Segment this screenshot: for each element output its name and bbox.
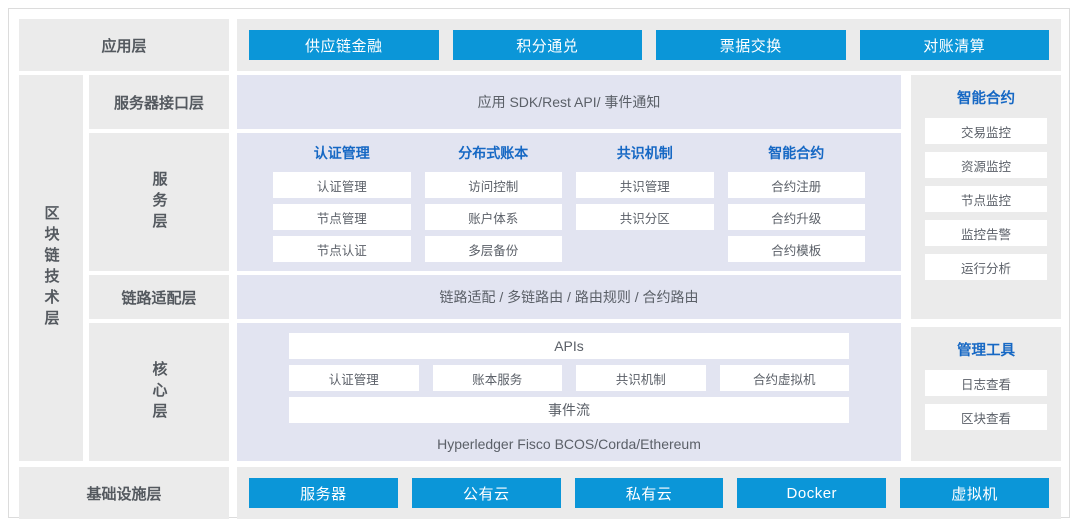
app-button-points-exchange[interactable]: 积分通兑 xyxy=(452,30,642,60)
service-item-contract-template[interactable]: 合约模板 xyxy=(727,236,865,262)
application-button-row: 供应链金融 积分通兑 票据交换 对账清算 xyxy=(237,19,1061,71)
side-panel-management-tools: 管理工具 日志查看 区块查看 xyxy=(911,327,1061,461)
side-panel-item-log-viewer[interactable]: 日志查看 xyxy=(925,370,1047,396)
blockchain-tech-layer-spine: 区块链技术层 xyxy=(19,75,83,461)
layer-label-application-text: 应用层 xyxy=(101,37,147,55)
core-platform-footer: Hyperledger Fisco BCOS/Corda/Ethereum xyxy=(437,436,701,452)
infra-button-private-cloud[interactable]: 私有云 xyxy=(574,478,724,508)
core-layer-content: APIs 认证管理 账本服务 共识机制 合约虚拟机 事件流 Hyperledge… xyxy=(237,323,901,461)
layer-label-service-text: 服务层 xyxy=(150,170,168,234)
core-module-contract-vm[interactable]: 合约虚拟机 xyxy=(719,365,849,391)
core-layer-wrap: APIs 认证管理 账本服务 共识机制 合约虚拟机 事件流 Hyperledge… xyxy=(237,323,901,461)
blockchain-tech-layer-spine-text: 区块链技术层 xyxy=(42,205,60,331)
service-item-access-control[interactable]: 访问控制 xyxy=(424,172,562,198)
core-module-ledger-service[interactable]: 账本服务 xyxy=(432,365,562,391)
layer-label-server-interface-text: 服务器接口层 xyxy=(113,94,204,112)
app-button-bill-exchange[interactable]: 票据交换 xyxy=(656,30,846,60)
layer-label-application: 应用层 xyxy=(19,19,229,71)
app-button-reconciliation-settlement[interactable]: 对账清算 xyxy=(859,30,1049,60)
service-column-head-auth-management: 认证管理 xyxy=(313,145,370,161)
service-item-account-system[interactable]: 账户体系 xyxy=(424,204,562,230)
side-panel-head-management-tools: 管理工具 xyxy=(957,343,1015,359)
service-item-contract-register[interactable]: 合约注册 xyxy=(727,172,865,198)
chain-adapter-content-text: 链路适配 / 多链路由 / 路由规则 / 合约路由 xyxy=(439,289,699,305)
infra-button-docker[interactable]: Docker xyxy=(737,478,887,508)
service-item-node-auth[interactable]: 节点认证 xyxy=(273,236,411,262)
service-columns: 认证管理 认证管理 节点管理 节点认证 分布式账本 访问控制 账户体系 多层备份… xyxy=(237,133,901,271)
side-panel-smart-contract-inner: 智能合约 交易监控 资源监控 节点监控 监控告警 运行分析 xyxy=(911,75,1061,319)
service-item-auth-management[interactable]: 认证管理 xyxy=(273,172,411,198)
server-interface-content-text: 应用 SDK/Rest API/ 事件通知 xyxy=(477,94,661,110)
service-column-head-smart-contract: 智能合约 xyxy=(768,145,825,161)
chain-adapter-content: 链路适配 / 多链路由 / 路由规则 / 合约路由 xyxy=(237,275,901,319)
infrastructure-layer-strip: 服务器 公有云 私有云 Docker 虚拟机 xyxy=(237,467,1061,519)
infra-button-server[interactable]: 服务器 xyxy=(249,478,398,508)
app-button-supply-chain-finance[interactable]: 供应链金融 xyxy=(249,30,439,60)
side-panel-item-resource-monitor[interactable]: 资源监控 xyxy=(925,152,1047,178)
infrastructure-button-row: 服务器 公有云 私有云 Docker 虚拟机 xyxy=(237,467,1061,519)
core-module-auth-management[interactable]: 认证管理 xyxy=(289,365,419,391)
service-column-head-consensus: 共识机制 xyxy=(616,145,673,161)
service-item-consensus-partition[interactable]: 共识分区 xyxy=(576,204,714,230)
layer-label-server-interface: 服务器接口层 xyxy=(89,75,229,129)
service-item-contract-upgrade[interactable]: 合约升级 xyxy=(727,204,865,230)
layer-label-chain-adapter-text: 链路适配层 xyxy=(121,289,197,307)
layer-label-infrastructure: 基础设施层 xyxy=(19,467,229,519)
infra-button-virtual-machine[interactable]: 虚拟机 xyxy=(900,478,1049,508)
service-item-node-management[interactable]: 节点管理 xyxy=(273,204,411,230)
side-panel-smart-contract: 智能合约 交易监控 资源监控 节点监控 监控告警 运行分析 xyxy=(911,75,1061,319)
service-column-head-distributed-ledger: 分布式账本 xyxy=(458,145,529,161)
service-item-multi-layer-backup[interactable]: 多层备份 xyxy=(424,236,562,262)
layer-label-chain-adapter: 链路适配层 xyxy=(89,275,229,319)
application-layer-strip: 供应链金融 积分通兑 票据交换 对账清算 xyxy=(237,19,1061,71)
side-panel-item-node-monitor[interactable]: 节点监控 xyxy=(925,186,1047,212)
side-panel-item-runtime-analysis[interactable]: 运行分析 xyxy=(925,254,1047,280)
core-module-consensus-mechanism[interactable]: 共识机制 xyxy=(576,365,706,391)
core-apis-bar[interactable]: APIs xyxy=(289,333,849,359)
side-panel-item-transaction-monitor[interactable]: 交易监控 xyxy=(925,118,1047,144)
core-modules-row: 认证管理 账本服务 共识机制 合约虚拟机 xyxy=(289,365,849,391)
architecture-diagram: 应用层 供应链金融 积分通兑 票据交换 对账清算 区块链技术层 服务器接口层 服… xyxy=(8,8,1070,519)
side-panel-item-block-explorer[interactable]: 区块查看 xyxy=(925,404,1047,430)
service-layer-content: 认证管理 认证管理 节点管理 节点认证 分布式账本 访问控制 账户体系 多层备份… xyxy=(237,133,901,271)
service-item-consensus-management[interactable]: 共识管理 xyxy=(576,172,714,198)
service-column-consensus-spacer xyxy=(576,236,714,262)
side-panel-head-smart-contract: 智能合约 xyxy=(957,91,1015,107)
layer-label-core-text: 核心层 xyxy=(150,360,168,424)
service-column-distributed-ledger: 分布式账本 访问控制 账户体系 多层备份 xyxy=(424,143,562,263)
service-column-smart-contract: 智能合约 合约注册 合约升级 合约模板 xyxy=(727,143,865,263)
service-column-auth-management: 认证管理 认证管理 节点管理 节点认证 xyxy=(273,143,411,263)
side-panel-item-monitor-alarm[interactable]: 监控告警 xyxy=(925,220,1047,246)
side-panel-management-tools-inner: 管理工具 日志查看 区块查看 xyxy=(911,327,1061,461)
server-interface-content: 应用 SDK/Rest API/ 事件通知 xyxy=(237,75,901,129)
service-column-consensus: 共识机制 共识管理 共识分区 xyxy=(576,143,714,263)
core-event-stream-bar[interactable]: 事件流 xyxy=(289,397,849,423)
layer-label-service: 服务层 xyxy=(89,133,229,271)
layer-label-core: 核心层 xyxy=(89,323,229,461)
layer-label-infrastructure-text: 基础设施层 xyxy=(86,485,162,503)
infra-button-public-cloud[interactable]: 公有云 xyxy=(411,478,561,508)
